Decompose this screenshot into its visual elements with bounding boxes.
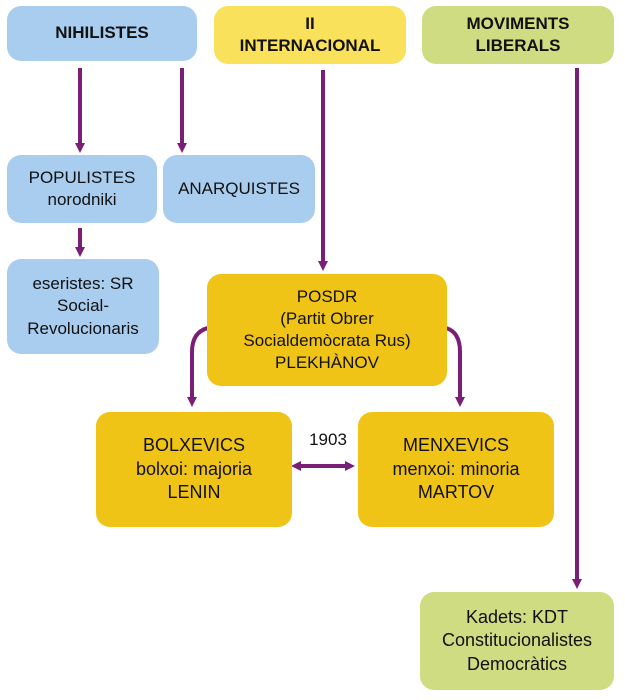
node-anarquistes: ANARQUISTES	[163, 155, 315, 223]
node-menxevics: MENXEVICS menxoi: minoria MARTOV	[358, 412, 554, 527]
node-nihilistes: NIHILISTES	[7, 6, 197, 61]
posdr-line-4: PLEKHÀNOV	[275, 353, 379, 373]
nihilistes-line-1: NIHILISTES	[55, 23, 149, 43]
node-ii-internacional: II INTERNACIONAL	[214, 6, 406, 64]
bolxevics-line-2: bolxoi: majoria	[135, 458, 253, 479]
bolxevics-line-1: BOLXEVICS	[142, 435, 246, 456]
kadets-line-1: Kadets: KDT	[465, 606, 569, 627]
split-year-label: 1903	[309, 430, 347, 449]
node-populistes: POPULISTES norodniki	[7, 155, 157, 223]
posdr-line-3: Socialdemòcrata Rus)	[243, 331, 411, 350]
bolxevics-line-3: LENIN	[167, 482, 221, 503]
internacional-line-2: INTERNACIONAL	[239, 36, 381, 55]
node-posdr: POSDR (Partit Obrer Socialdemòcrata Rus)…	[207, 274, 447, 386]
populistes-line-2: norodniki	[47, 190, 117, 209]
posdr-line-1: POSDR	[296, 286, 358, 306]
node-kadets: Kadets: KDT Constitucionalistes Democràt…	[420, 592, 614, 690]
node-bolxevics: BOLXEVICS bolxoi: majoria LENIN	[96, 412, 292, 527]
arrow-posdr-menxevics	[445, 326, 465, 407]
moviments-line-2: LIBERALS	[475, 36, 561, 55]
posdr-line-2: (Partit Obrer	[280, 308, 374, 328]
eseristes-line-1: eseristes: SR	[32, 274, 134, 294]
eseristes-line-2: Social-	[57, 296, 109, 316]
menxevics-line-1: MENXEVICS	[402, 435, 510, 456]
menxevics-line-3: MARTOV	[417, 482, 495, 503]
node-eseristes: eseristes: SR Social- Revolucionaris	[7, 259, 159, 354]
kadets-line-3: Democràtics	[466, 653, 568, 674]
anarquistes-line-1: ANARQUISTES	[178, 178, 300, 198]
arrow-posdr-bolxevics	[187, 326, 209, 407]
menxevics-line-2: menxoi: minoria	[392, 458, 520, 479]
moviments-line-1: MOVIMENTS	[466, 13, 570, 33]
internacional-line-1: II	[305, 13, 315, 33]
node-moviments-liberals: MOVIMENTS LIBERALS	[422, 6, 614, 64]
eseristes-line-3: Revolucionaris	[27, 318, 139, 338]
populistes-line-1: POPULISTES	[28, 167, 136, 187]
kadets-line-2: Constitucionalistes	[441, 630, 593, 651]
